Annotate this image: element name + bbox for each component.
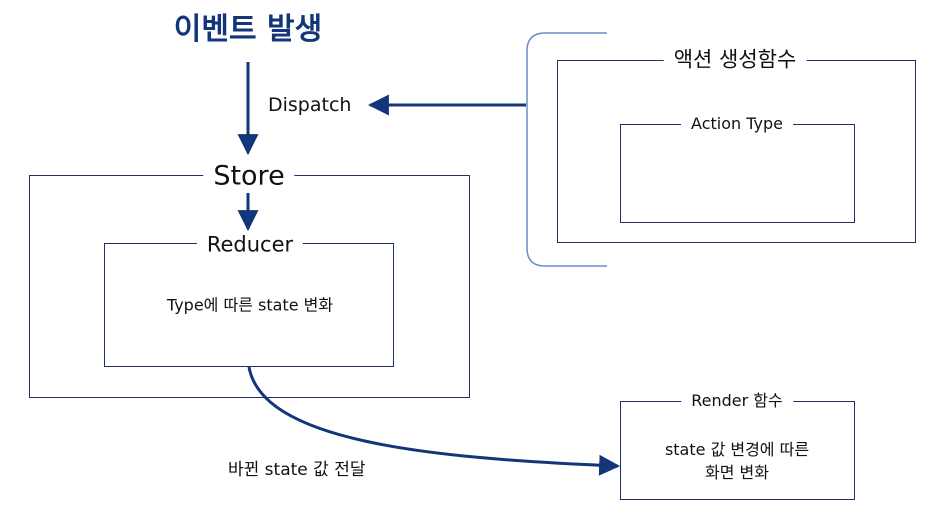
event-title: 이벤트 발생 bbox=[173, 12, 323, 47]
action-creator-label: 액션 생성함수 bbox=[663, 49, 807, 71]
pass-state-label: 바뀐 state 값 전달 bbox=[228, 460, 366, 480]
reducer-label: Reducer bbox=[196, 234, 304, 256]
render-body-line-2: 화면 변화 bbox=[705, 463, 769, 482]
action-type-box bbox=[620, 124, 855, 223]
store-label: Store bbox=[203, 162, 295, 190]
action-creator-bracket bbox=[526, 32, 607, 267]
action-type-label: Action Type bbox=[681, 116, 793, 132]
reducer-body-text: Type에 따른 state 변화 bbox=[166, 295, 334, 315]
render-body-line-1: state 값 변경에 따른 bbox=[664, 439, 810, 459]
render-label: Render 함수 bbox=[681, 393, 793, 409]
reducer-to-render-curve bbox=[247, 366, 621, 476]
render-body-text: state 값 변경에 따른 화면 변화 bbox=[665, 438, 809, 484]
dispatch-label: Dispatch bbox=[268, 94, 352, 116]
